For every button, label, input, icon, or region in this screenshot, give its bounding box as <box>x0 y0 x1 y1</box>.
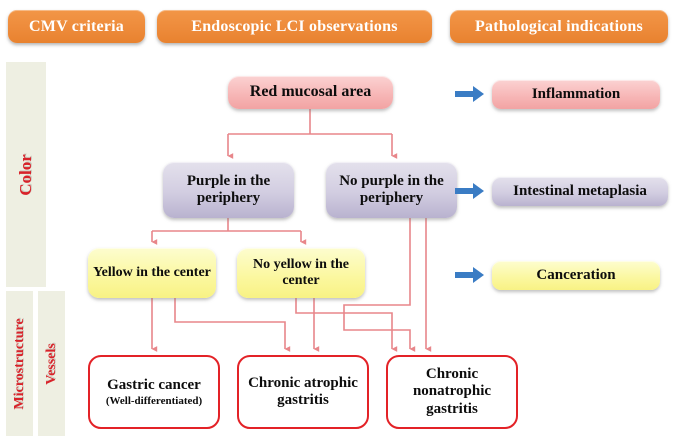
column-header-endoscopic-lci-observations: Endoscopic LCI observations <box>157 10 432 43</box>
node-purple-in-the-periphery[interactable]: Purple in the periphery <box>163 162 294 218</box>
category-rail-vessels: Vessels <box>38 291 65 436</box>
outcome-canceration[interactable]: Canceration <box>492 261 660 290</box>
node-gastric-cancer[interactable]: Gastric cancer (Well-differentiated) <box>88 355 220 429</box>
node-chronic-nonatrophic-gastritis[interactable]: Chronic nonatrophic gastritis <box>386 355 518 429</box>
outcome-inflammation[interactable]: Inflammation <box>492 80 660 109</box>
category-label-color: Color <box>16 153 35 196</box>
node-chronic-atrophic-gastritis[interactable]: Chronic atrophic gastritis <box>237 355 369 429</box>
diagnosis-title: Chronic nonatrophic gastritis <box>412 366 492 417</box>
right-arrow-icon <box>455 86 484 102</box>
diagnosis-title: Chronic atrophic gastritis <box>248 374 358 408</box>
category-rail-color: Color <box>6 62 46 287</box>
node-red-mucosal-area[interactable]: Red mucosal area <box>228 76 393 109</box>
right-arrow-icon <box>455 267 484 283</box>
diagnosis-title: Gastric cancer <box>107 376 201 393</box>
column-header-pathological-indications: Pathological indications <box>450 10 668 43</box>
outcome-intestinal-metaplasia[interactable]: Intestinal metaplasia <box>492 177 668 206</box>
node-no-yellow-in-the-center[interactable]: No yellow in the center <box>237 248 365 298</box>
node-yellow-in-the-center[interactable]: Yellow in the center <box>88 248 216 298</box>
diagnosis-subtitle: (Well-differentiated) <box>105 394 203 407</box>
category-label-microstructure: Microstructure <box>11 317 27 410</box>
node-no-purple-in-the-periphery[interactable]: No purple in the periphery <box>326 162 457 218</box>
column-header-cmv-criteria: CMV criteria <box>8 10 145 43</box>
right-arrow-icon <box>455 183 484 199</box>
category-rail-microstructure: Microstructure <box>6 291 33 436</box>
category-label-vessels: Vessels <box>43 342 59 385</box>
